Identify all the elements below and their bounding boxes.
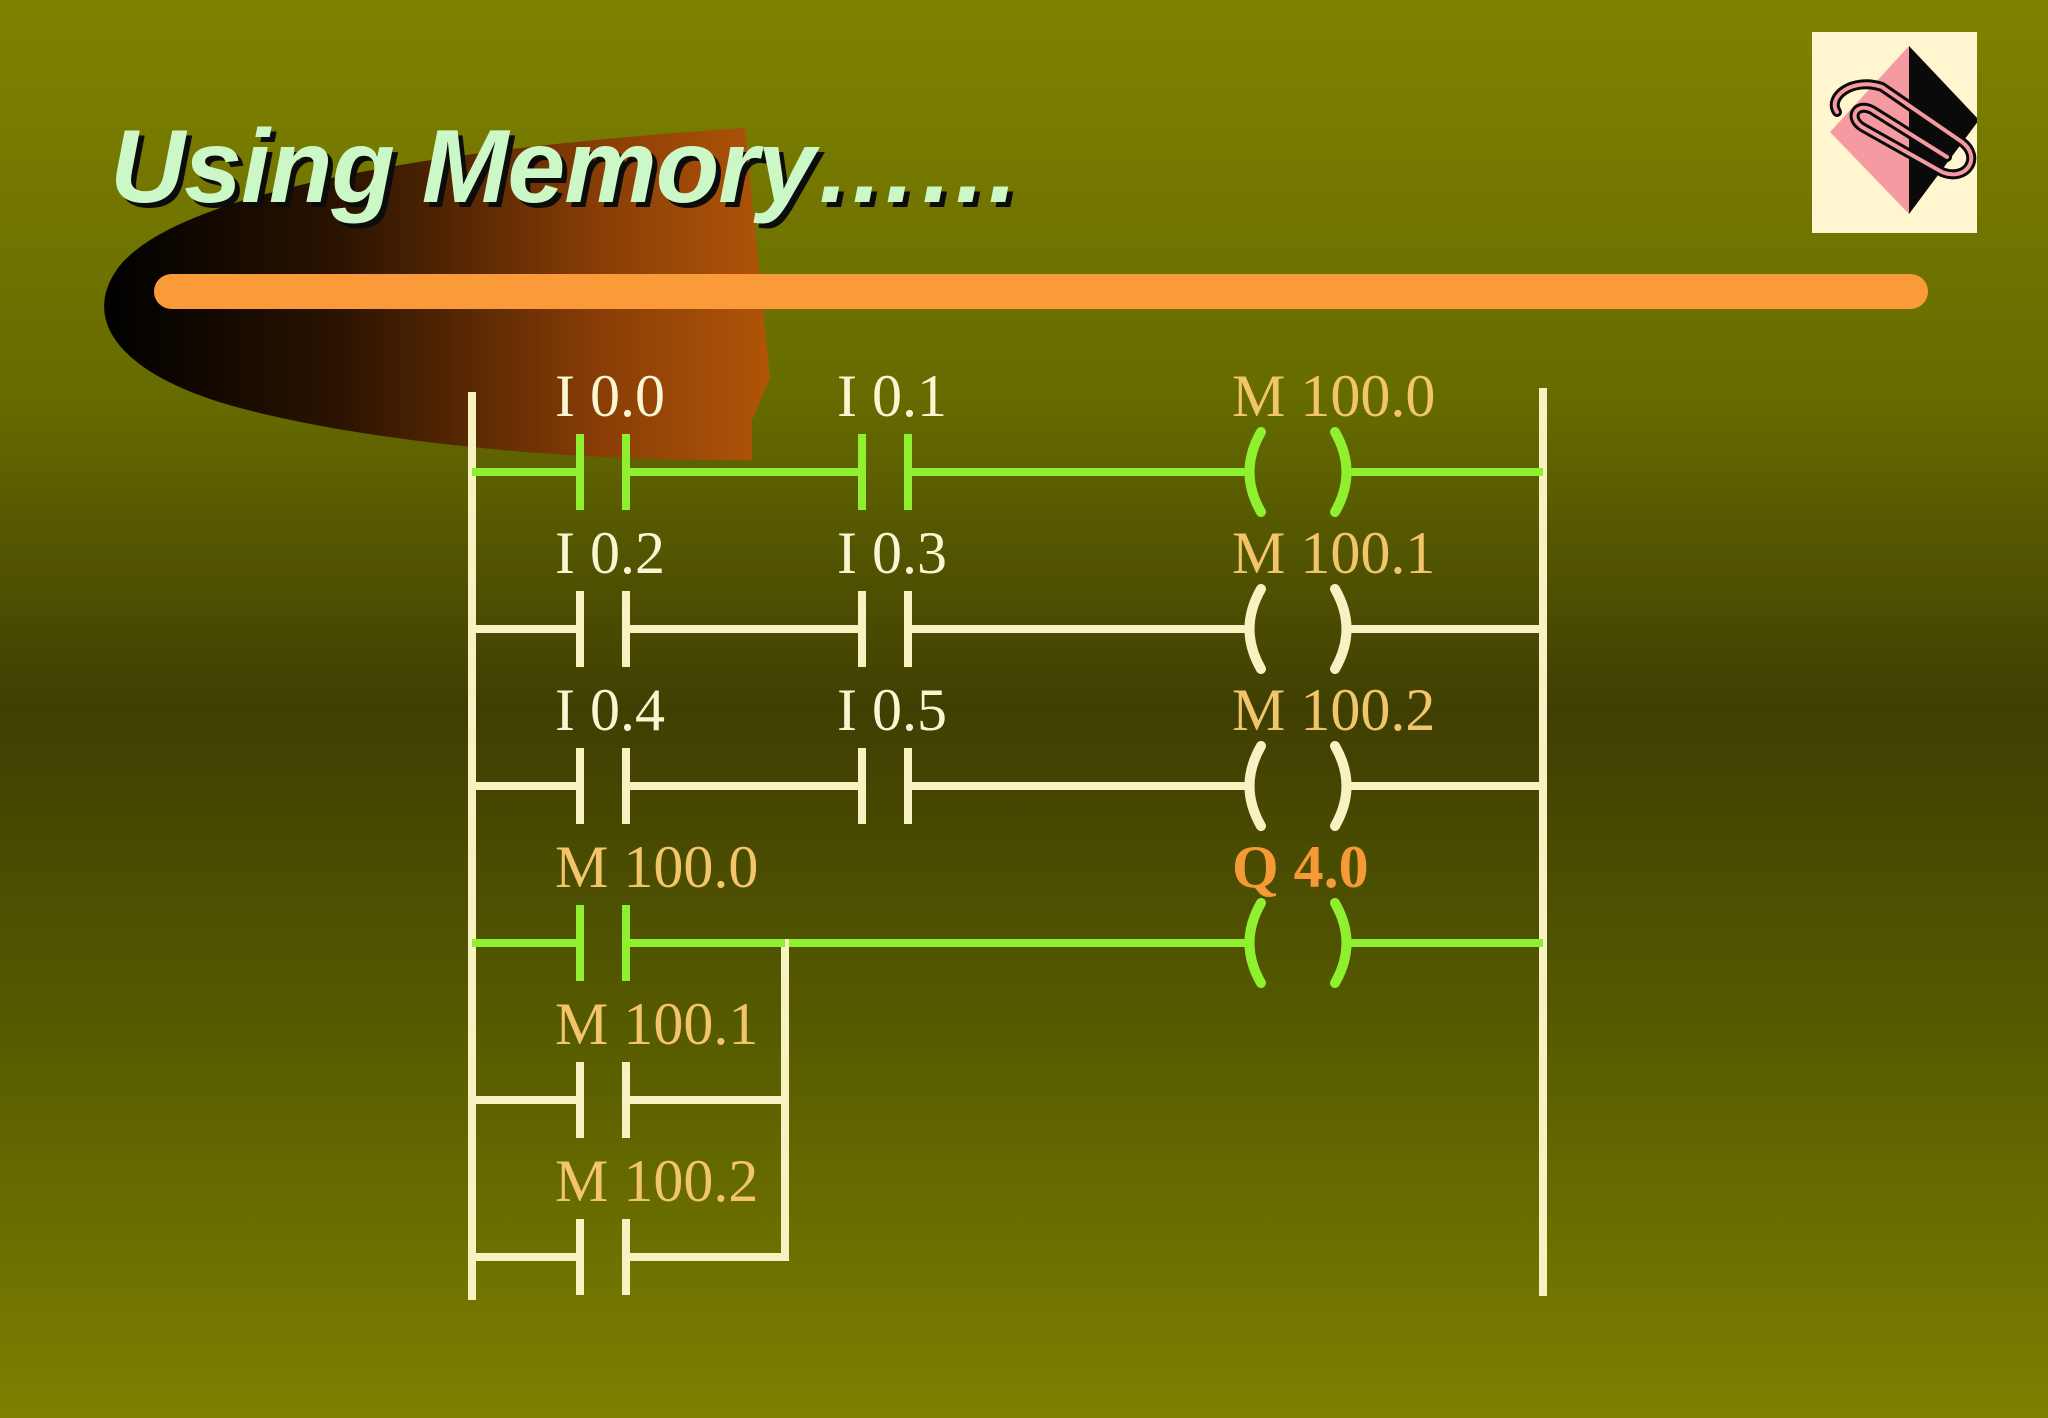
rung-1-coil-label: M 100.0	[1232, 363, 1435, 429]
rung-2-coil-right-arc	[1330, 584, 1352, 674]
rung-3-coil-left-arc	[1244, 741, 1266, 831]
rung-3-contact-1-label: I 0.4	[555, 677, 665, 743]
rung-4-contact-1-label: M 100.0	[555, 834, 758, 900]
page-title: Using Memory……	[110, 109, 1022, 225]
rung-2-coil-left-arc	[1244, 584, 1266, 674]
rung-1-coil-left-arc	[1244, 427, 1266, 517]
rung-3-contact-2-label: I 0.5	[837, 677, 947, 743]
rung-4-branch-contact-2-label: M 100.2	[555, 1148, 758, 1214]
rung-4-branch-contact-1-label: M 100.1	[555, 991, 758, 1057]
rung-3-coil-label: M 100.2	[1232, 677, 1435, 743]
rung-2-coil-label: M 100.1	[1232, 520, 1435, 586]
rung-4-coil-left-arc	[1244, 898, 1266, 988]
rung-1-contact-1-label: I 0.0	[555, 363, 665, 429]
rung-3-coil-right-arc	[1330, 741, 1352, 831]
rung-4-coil-label: Q 4.0	[1232, 834, 1369, 900]
rung-2-contact-2-label: I 0.3	[837, 520, 947, 586]
paperclip-diamond-logo-icon	[1812, 32, 1979, 233]
rung-4-coil-right-arc	[1330, 898, 1352, 988]
rung-1-contact-2-label: I 0.1	[837, 363, 947, 429]
rung-1-coil-right-arc	[1330, 427, 1352, 517]
rung-2-contact-1-label: I 0.2	[555, 520, 665, 586]
title-underline-bar	[154, 274, 1928, 309]
